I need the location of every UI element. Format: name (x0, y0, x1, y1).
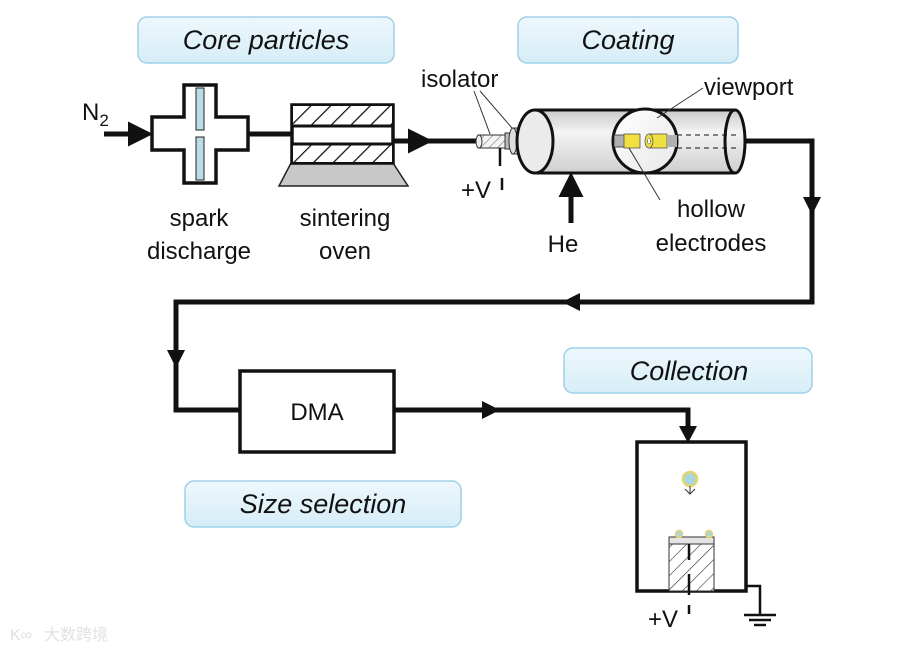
n2-label: N2 (82, 99, 109, 130)
isolator-leader-2 (479, 90, 513, 129)
stage-collection: Collection (563, 347, 813, 394)
oven-label-2: oven (319, 238, 371, 265)
stage-size-label: Size selection (240, 489, 407, 519)
pipe-dma-collection (394, 407, 691, 430)
watermark-logo-icon: K∞ (10, 627, 32, 644)
dma-box: DMA (238, 369, 396, 454)
oven-label-1: sintering (300, 205, 391, 232)
flow-arrow-down (803, 197, 821, 215)
particle (681, 470, 699, 488)
isolator-label: isolator (421, 66, 498, 93)
collector-voltage-label: +V (648, 606, 678, 633)
he-label: He (548, 231, 579, 258)
spark-electrode-top (195, 87, 205, 131)
hollow-electrode-left (623, 133, 641, 149)
stage-core-particles: Core particles (137, 16, 395, 64)
voltage-label: +V (461, 177, 491, 204)
watermark: K∞ 大数跨境 (10, 625, 108, 644)
hollow-label-1: hollow (677, 196, 746, 223)
substrate-holder (668, 536, 715, 592)
hollow-leader (628, 147, 661, 201)
flow-arrow-into-collector (679, 426, 697, 443)
stage-coating: Coating (517, 16, 739, 64)
substrate (668, 536, 715, 545)
stage-collection-label: Collection (630, 356, 749, 386)
flow-arrow-right (482, 401, 500, 419)
stage-coating-label: Coating (581, 25, 674, 55)
flow-arrow-left (562, 293, 580, 311)
viewport-leader (656, 87, 704, 119)
spark-label-1: spark (170, 205, 230, 232)
sintering-oven (277, 103, 410, 187)
stage-size-selection: Size selection (184, 480, 462, 528)
spark-label-2: discharge (147, 238, 251, 265)
hollow-label-2: electrodes (656, 230, 767, 257)
return-pipe (173, 138, 815, 413)
viewport-label: viewport (704, 74, 794, 101)
watermark-text: 大数跨境 (44, 625, 108, 644)
spark-electrode-bottom (195, 136, 205, 181)
dma-label: DMA (290, 399, 343, 426)
ground-icon (744, 584, 776, 627)
isolator-leader-1 (473, 90, 491, 135)
collection-chamber (635, 440, 748, 595)
spark-discharge-chamber (150, 83, 250, 185)
oven-base (277, 162, 410, 187)
coating-tube (515, 107, 747, 175)
stage-core-label: Core particles (183, 25, 350, 55)
flow-arrow-down-2 (167, 350, 185, 368)
